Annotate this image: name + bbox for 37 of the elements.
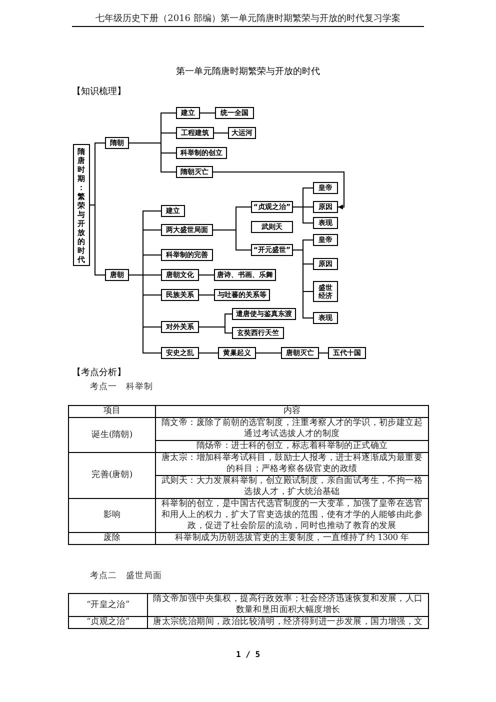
page-header: 七年级历史下册（2016 部编）第一单元隋唐时期繁荣与开放的时代复习学案: [72, 13, 424, 27]
page-title: 第一单元隋唐时期繁荣与开放的时代: [176, 66, 320, 78]
connector-line: [198, 326, 232, 334]
subsection-heading: 考点二 盛世局面: [90, 570, 162, 582]
subsection-heading: 考点一 科举制: [90, 381, 153, 393]
connector-line: [256, 352, 282, 354]
table-cell: “开皇之治”: [68, 594, 148, 616]
connector-line: [198, 274, 214, 276]
section-heading: 【知识梳理】: [72, 86, 126, 98]
table-cell: 完善(唐朝): [68, 452, 156, 498]
connector-line: [198, 352, 218, 354]
table-cell: 科举制的创立，是中国古代选官制度的一大变革，加强了皇帝在选官和用人上的权力，扩大了官吏选拔的范围，使有才学的人能够由此参政，促进了社会阶层的流动，同时也推动了教育的发展: [156, 498, 428, 532]
table-cell: 武则天：大力发展科举制，创立殿试制度，亲自面试考生，不拘一格选拔人才，扩大统治基础: [156, 476, 428, 498]
table-cell: 隋炀帝：进士科的创立，标志着科举制的正式确立: [156, 440, 428, 452]
connector-line: [128, 274, 162, 354]
connector-line: [214, 132, 228, 134]
connector-line: [212, 230, 252, 250]
page-number: 1 / 5: [236, 650, 260, 660]
connector-line: [318, 352, 328, 354]
table-cell: 唐太宗统治期间，政治比较清明，经济得到进一步发展，国力增强，文: [148, 616, 428, 628]
connector-line: [90, 204, 106, 276]
table-header-cell: 项目: [68, 406, 156, 418]
table-cell: 废除: [68, 532, 156, 544]
connector-line: [292, 206, 314, 224]
table-cell: “贞观之治”: [68, 616, 148, 628]
arrow: [212, 172, 344, 210]
section-heading: 【考点分析】: [72, 367, 126, 379]
table-header-cell: 内容: [156, 406, 428, 418]
table-cell: 唐太宗：增加科举考试科目，鼓励士人报考，进士科逐渐成为最重要的科目；严格考察各级官吏的政绩: [156, 452, 428, 476]
table-cell: 科举制成为历朝选拔官吏的主要制度，一直维持了约 1300 年: [156, 532, 428, 544]
connector-line: [200, 112, 216, 114]
connector-line: [198, 294, 214, 296]
table-cell: 影响: [68, 498, 156, 532]
connector-line: [128, 142, 176, 172]
table-cell: 隋文帝：废除了前朝的选官制度，注重考察人才的学识，初步建立起通过考试选拔人才的制度: [156, 418, 428, 440]
table-cell: 诞生(隋朝): [68, 418, 156, 452]
table-cell: 隋文帝加强中央集权，提高行政效率；社会经济迅速恢复和发展，人口数量和垦田面积大幅度增长: [148, 594, 428, 616]
